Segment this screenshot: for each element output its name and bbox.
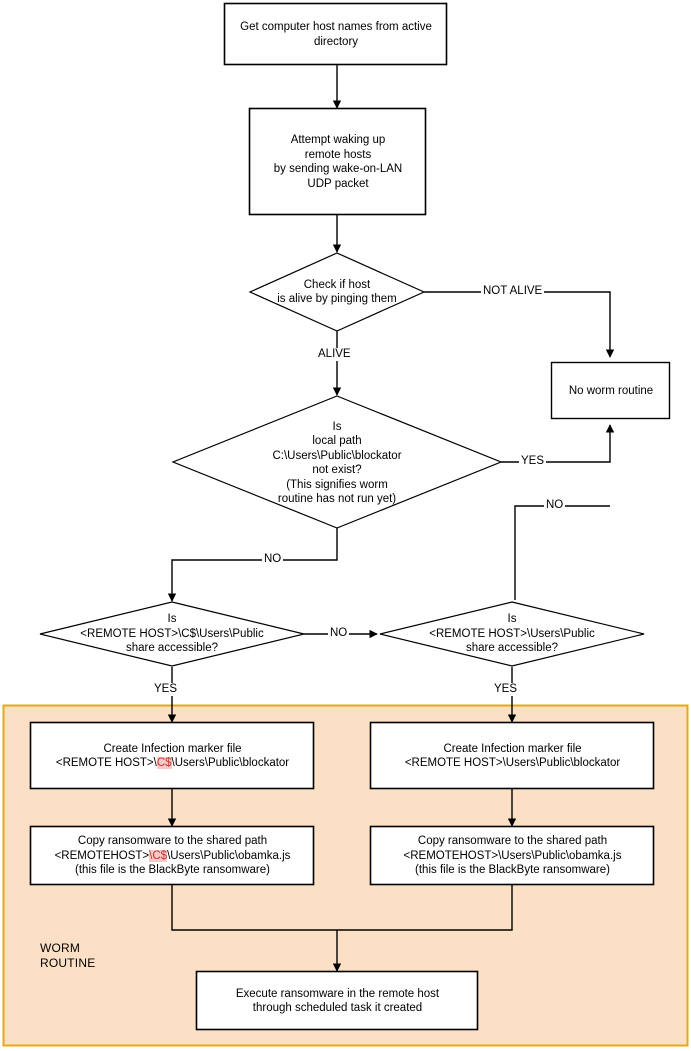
edge-label-yes-share-left: YES — [152, 683, 180, 696]
node-copy-left — [29, 825, 315, 886]
node-get-hosts — [223, 2, 448, 66]
node-execute — [195, 970, 479, 1031]
edge-label-no-share-left: NO — [328, 627, 350, 640]
node-local-path-check — [171, 395, 503, 529]
node-share-check-public — [379, 601, 645, 667]
edge-notalive-to-noworm — [424, 291, 615, 358]
edge-label-no-local-path: NO — [262, 553, 284, 566]
node-wake-hosts — [248, 107, 427, 216]
node-share-check-c — [39, 601, 305, 667]
node-marker-left — [29, 721, 315, 790]
edge-localpath-no-to-leftshare — [167, 528, 338, 602]
node-copy-right — [369, 825, 655, 886]
edge-label-yes-share-right: YES — [492, 683, 520, 696]
node-no-worm-routine — [550, 361, 671, 420]
edge-copyleft-merge — [171, 884, 337, 931]
edge-label-not-alive: NOT ALIVE — [481, 285, 545, 298]
edge-localpath-yes-to-noworm — [501, 424, 615, 463]
worm-routine-region-label: WORM ROUTINE — [40, 941, 96, 970]
node-check-alive — [248, 252, 426, 332]
node-marker-right — [369, 721, 655, 790]
edge-label-no-right-branch: NO — [544, 499, 566, 512]
edge-label-alive: ALIVE — [316, 348, 353, 361]
edge-rightshare-no-to-noworm — [514, 505, 610, 600]
edge-copyright-merge — [337, 884, 513, 931]
edge-label-yes-local-path: YES — [519, 455, 547, 468]
